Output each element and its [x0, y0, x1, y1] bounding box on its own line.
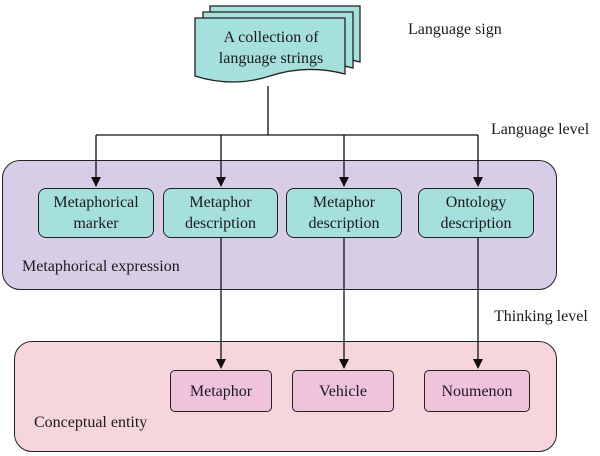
- metaphor-description-node-2: Metaphor description: [286, 188, 402, 238]
- node-line: description: [184, 215, 257, 232]
- thinking-level-label: Thinking level: [494, 308, 588, 325]
- node-line: description: [440, 215, 512, 232]
- source-document-label: A collection of language strings: [198, 27, 344, 69]
- source-document-line-2: language strings: [218, 50, 324, 67]
- conceptual-entity-caption: Conceptual entity: [34, 414, 148, 431]
- node-line: marker: [73, 215, 119, 232]
- node-line: Ontology: [445, 194, 507, 211]
- metaphorical-expression-caption: Metaphorical expression: [22, 258, 180, 275]
- language-sign-label: Language sign: [408, 21, 502, 38]
- node-line: Metaphor: [312, 194, 376, 211]
- metaphorical-marker-node: Metaphorical marker: [38, 188, 154, 238]
- ontology-description-node: Ontology description: [418, 188, 534, 238]
- node-line: Metaphorical: [53, 194, 139, 211]
- noumenon-entity-node: Noumenon: [424, 370, 530, 412]
- vehicle-entity-node: Vehicle: [292, 370, 394, 412]
- node-line: description: [308, 215, 380, 232]
- document-stack-shape: [194, 5, 361, 83]
- node-line: Metaphor: [189, 194, 252, 211]
- metaphor-description-node-1: Metaphor description: [163, 188, 278, 238]
- source-document-line-1: A collection of: [223, 29, 319, 46]
- language-level-label: Language level: [491, 121, 590, 138]
- metaphor-entity-node: Metaphor: [170, 370, 272, 412]
